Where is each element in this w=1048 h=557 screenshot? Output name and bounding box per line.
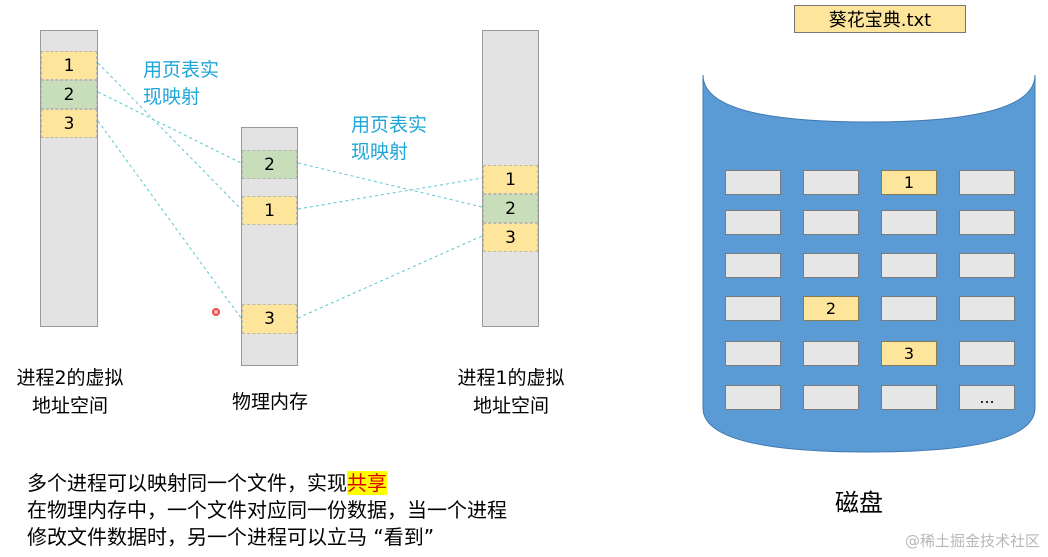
disk-block xyxy=(803,253,859,278)
process2-caption: 进程2的虚拟 地址空间 xyxy=(0,364,140,420)
disk-block xyxy=(725,210,781,235)
disk-block-ellipsis: ... xyxy=(959,385,1015,410)
description-line2: 在物理内存中，一个文件对应同一份数据，当一个进程 xyxy=(27,498,507,522)
physical-frame-1: 1 xyxy=(242,196,297,225)
mapping-label-right-line1: 用页表实 xyxy=(351,114,428,136)
file-name-tag: 葵花宝典.txt xyxy=(794,5,966,33)
disk-block-1: 1 xyxy=(881,170,937,195)
mapping-label-right-line2: 现映射 xyxy=(351,141,409,163)
mapping-label-left: 用页表实 现映射 xyxy=(143,57,219,111)
process2-page-2: 2 xyxy=(41,80,97,109)
mapping-label-right: 用页表实 现映射 xyxy=(351,112,427,166)
disk-block xyxy=(959,170,1015,195)
disk-block xyxy=(803,341,859,366)
disk-block-3: 3 xyxy=(881,341,937,366)
mapping-label-left-line1: 用页表实 xyxy=(143,59,220,81)
process1-caption-line2: 地址空间 xyxy=(472,395,549,417)
physical-memory: 2 1 3 xyxy=(241,127,298,366)
description-line3: 修改文件数据时，另一个进程可以立马 “看到” xyxy=(27,525,435,549)
disk-block xyxy=(725,385,781,410)
pointer-dot xyxy=(212,308,220,316)
process1-caption-line1: 进程1的虚拟 xyxy=(457,367,565,389)
disk-block xyxy=(725,341,781,366)
physical-frame-2: 2 xyxy=(242,150,297,179)
disk-label: 磁盘 xyxy=(835,489,883,517)
process2-page-1: 1 xyxy=(41,51,97,80)
process2-caption-line1: 进程2的虚拟 xyxy=(16,367,124,389)
map-line-p1-1 xyxy=(297,177,483,210)
process2-caption-line2: 地址空间 xyxy=(31,395,108,417)
process1-page-1: 1 xyxy=(483,165,538,194)
disk-block-2: 2 xyxy=(803,296,859,321)
disk-block xyxy=(725,170,781,195)
description: 多个进程可以映射同一个文件，实现共享 在物理内存中，一个文件对应同一份数据，当一… xyxy=(27,470,507,551)
description-highlight: 共享 xyxy=(347,471,387,495)
mapping-label-left-line2: 现映射 xyxy=(143,86,201,108)
disk-block xyxy=(881,210,937,235)
physical-frame-3: 3 xyxy=(242,304,297,334)
process2-address-space: 1 2 3 xyxy=(40,30,98,327)
disk-block xyxy=(959,341,1015,366)
map-line-p2-2 xyxy=(97,91,242,164)
map-line-p2-3 xyxy=(97,120,242,319)
process1-page-3: 3 xyxy=(483,223,538,252)
disk-block xyxy=(881,385,937,410)
disk-block xyxy=(803,385,859,410)
disk-block xyxy=(881,253,937,278)
disk-block xyxy=(803,170,859,195)
map-line-p1-2 xyxy=(297,162,483,208)
disk-block xyxy=(959,210,1015,235)
process1-page-2: 2 xyxy=(483,194,538,223)
process2-page-3: 3 xyxy=(41,109,97,138)
process1-caption: 进程1的虚拟 地址空间 xyxy=(441,364,581,420)
watermark: @稀土掘金技术社区 xyxy=(904,532,1040,550)
disk-block xyxy=(881,296,937,321)
disk-block xyxy=(959,253,1015,278)
disk-block xyxy=(803,210,859,235)
description-line1: 多个进程可以映射同一个文件，实现共享 xyxy=(27,470,507,497)
disk-block xyxy=(725,253,781,278)
description-line1-text: 多个进程可以映射同一个文件，实现 xyxy=(27,471,347,495)
process1-address-space: 1 2 3 xyxy=(482,30,539,327)
map-line-p2-1 xyxy=(97,62,242,210)
disk-body xyxy=(702,74,1036,453)
disk-block xyxy=(959,296,1015,321)
disk-block xyxy=(725,296,781,321)
physical-memory-caption: 物理内存 xyxy=(231,391,308,413)
